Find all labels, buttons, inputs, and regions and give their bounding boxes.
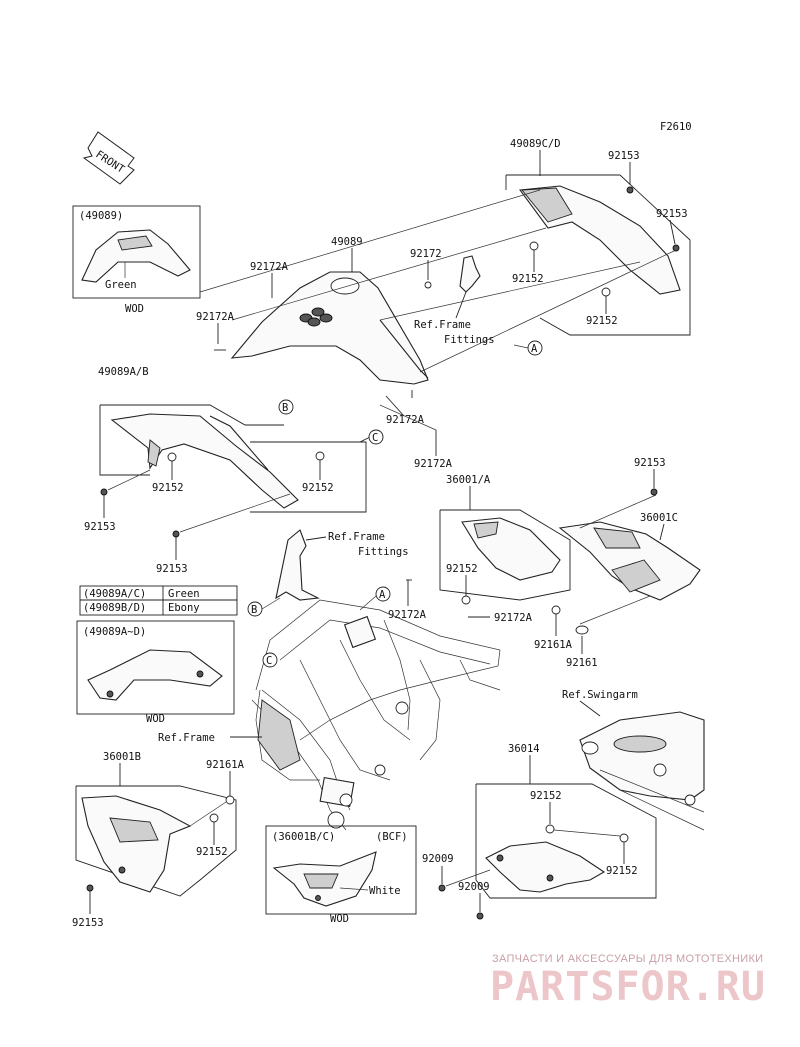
side-cover-36001c xyxy=(558,521,701,601)
inset-36001bc-region: (BCF) xyxy=(376,831,408,843)
ref-circle-c2: C xyxy=(262,652,278,668)
color-table: (49089A/C) Green (49089B/D) Ebony xyxy=(79,585,238,616)
inset-49089ad: (49089A~D) xyxy=(76,620,235,715)
label-92152-h: 92152 xyxy=(196,846,228,858)
label-92152-c: 92152 xyxy=(152,482,184,494)
svg-text:B: B xyxy=(282,402,288,414)
label-92153-b: 92153 xyxy=(656,208,688,220)
inset-36001bc-color: White xyxy=(369,885,401,897)
label-49089: 49089 xyxy=(331,236,363,248)
figure-code: F2610 xyxy=(660,121,692,133)
side-cover-36001b xyxy=(81,795,192,893)
label-92152-b: 92152 xyxy=(586,315,618,327)
swingarm xyxy=(579,711,705,831)
color-table-color-1: Ebony xyxy=(168,602,200,614)
label-ref-swingarm: Ref.Swingarm xyxy=(562,689,638,701)
label-92153-a: 92153 xyxy=(608,150,640,162)
label-92153-e: 92153 xyxy=(634,457,666,469)
inset-36001bc: (36001B/C) (BCF) White xyxy=(265,825,417,915)
front-cover-49089cd xyxy=(518,185,681,295)
svg-text:C: C xyxy=(372,432,378,444)
label-92161a-1: 92161A xyxy=(534,639,573,651)
label-92153-f: 92153 xyxy=(72,917,104,929)
label-92009-a: 92009 xyxy=(422,853,454,865)
label-92172: 92172 xyxy=(410,248,442,260)
inset-49089-variant: WOD xyxy=(125,303,144,315)
frame xyxy=(251,599,501,831)
tank-cover-49089 xyxy=(230,271,429,385)
svg-text:B: B xyxy=(251,604,257,616)
inset-49089ad-title: (49089A~D) xyxy=(83,626,146,638)
inset-49089: (49089) Green xyxy=(72,205,201,299)
color-table-color-0: Green xyxy=(168,588,200,600)
watermark-tagline: ЗАПЧАСТИ И АКСЕССУАРЫ ДЛЯ МОТОТЕХНИКИ xyxy=(492,953,763,965)
label-49089ab: 49089A/B xyxy=(98,366,149,378)
label-36001c: 36001C xyxy=(640,512,678,524)
inset-49089-color: Green xyxy=(105,279,137,291)
label-49089cd: 49089C/D xyxy=(510,138,561,150)
label-92172a-5: 92172A xyxy=(388,609,427,621)
inset-49089-title: (49089) xyxy=(79,210,123,222)
label-36001a: 36001/A xyxy=(446,474,491,486)
label-92152-a: 92152 xyxy=(512,273,544,285)
label-92172a-3: 92172A xyxy=(386,414,425,426)
ref-circle-c: C xyxy=(368,429,384,445)
chain-guard-36014 xyxy=(485,841,606,893)
label-92152-e: 92152 xyxy=(446,563,478,575)
label-92152-d: 92152 xyxy=(302,482,334,494)
label-36001b: 36001B xyxy=(103,751,141,763)
watermark-brand: PARTSFOR.RU xyxy=(490,964,766,1010)
label-92172a-4: 92172A xyxy=(414,458,453,470)
label-ref-frame-fittings-1b: Fittings xyxy=(444,334,495,346)
ref-circle-b: B xyxy=(278,399,294,415)
label-92153-c: 92153 xyxy=(84,521,116,533)
color-table-part-1: (49089B/D) xyxy=(83,602,146,614)
label-92152-g: 92152 xyxy=(606,865,638,877)
ref-circle-a: A xyxy=(527,340,543,356)
label-92172a-1: 92172A xyxy=(250,261,289,273)
color-table-part-0: (49089A/C) xyxy=(83,588,146,600)
inset-49089ad-variant: WOD xyxy=(146,713,165,725)
svg-text:C: C xyxy=(266,655,272,667)
ref-circle-a2: A xyxy=(375,586,391,602)
svg-text:A: A xyxy=(379,589,386,601)
label-ref-frame-fittings-1: Ref.Frame xyxy=(414,319,471,331)
label-92172a-2: 92172A xyxy=(196,311,235,323)
label-92009-b: 92009 xyxy=(458,881,490,893)
side-cover-36001a xyxy=(461,517,561,581)
label-92161a-2: 92161A xyxy=(206,759,245,771)
label-92161: 92161 xyxy=(566,657,598,669)
ref-circle-b2: B xyxy=(247,601,263,617)
label-92153-d: 92153 xyxy=(156,563,188,575)
label-92152-f: 92152 xyxy=(530,790,562,802)
watermark: ЗАПЧАСТИ И АКСЕССУАРЫ ДЛЯ МОТОТЕХНИКИ PA… xyxy=(490,953,766,1010)
label-ref-frame: Ref.Frame xyxy=(158,732,215,744)
side-cover-49089ab xyxy=(110,413,299,509)
front-arrow-icon: FRONT xyxy=(82,131,135,185)
inset-36001bc-title: (36001B/C) xyxy=(272,831,335,843)
label-92172a-6: 92172A xyxy=(494,612,533,624)
label-36014: 36014 xyxy=(508,743,540,755)
inset-36001bc-variant: WOD xyxy=(330,913,349,925)
label-ref-frame-fittings-2: Ref.Frame xyxy=(328,531,385,543)
svg-text:A: A xyxy=(531,343,538,355)
label-ref-frame-fittings-2b: Fittings xyxy=(358,546,409,558)
